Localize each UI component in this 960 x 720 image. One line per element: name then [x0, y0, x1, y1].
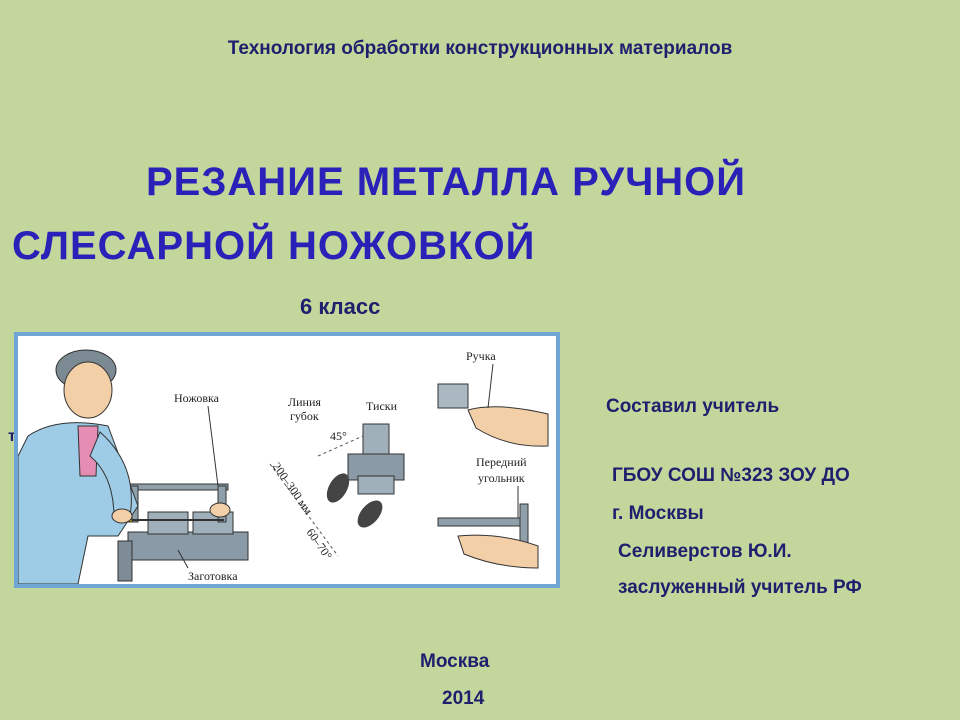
label-hacksaw: Ножовка [174, 391, 220, 405]
author-line-2: ГБОУ СОШ №323 ЗОУ ДО [612, 465, 850, 486]
grade-label: 6 класс [300, 294, 381, 319]
label-handle: Ручка [466, 349, 496, 363]
stray-text: т [8, 428, 16, 445]
author-line-5: заслуженный учитель РФ [618, 577, 862, 598]
title-line-1: РЕЗАНИЕ МЕТАЛЛА РУЧНОЙ [146, 160, 747, 204]
leader-workpiece [177, 549, 189, 569]
worker-drawing [18, 349, 231, 584]
title-line-2: СЛЕСАРНОЙ НОЖОВКОЙ [12, 224, 536, 268]
label-jaw-line-2: губок [290, 409, 319, 423]
leader-handle [487, 363, 494, 409]
hacksaw-illustration: Ножовка Линия губок Тиски Ручка Передний… [14, 332, 560, 588]
illustration-canvas: Ножовка Линия губок Тиски Ручка Передний… [18, 349, 549, 584]
author-line-1: Составил учитель [606, 396, 780, 417]
subject-heading: Технология обработки конструкционных мат… [227, 38, 733, 59]
label-angle-45: 45° [330, 429, 347, 443]
label-front-1: Передний [476, 455, 527, 469]
author-line-3: г. Москвы [612, 503, 704, 524]
label-distance: 200–300 мм [270, 460, 316, 518]
city-label: Москва [420, 651, 490, 672]
vise-detail-drawing [269, 423, 405, 557]
hand-detail-drawing [437, 383, 549, 569]
leader-hacksaw [207, 405, 219, 487]
vise-drawing [117, 511, 249, 582]
author-line-4: Селиверстов Ю.И. [618, 541, 792, 562]
label-jaw-line-1: Линия [288, 395, 321, 409]
label-vise: Тиски [366, 399, 398, 413]
label-front-2: угольник [478, 471, 525, 485]
label-workpiece: Заготовка [188, 569, 238, 583]
year-label: 2014 [442, 688, 485, 709]
label-angle-60: 60–70° [304, 526, 336, 563]
